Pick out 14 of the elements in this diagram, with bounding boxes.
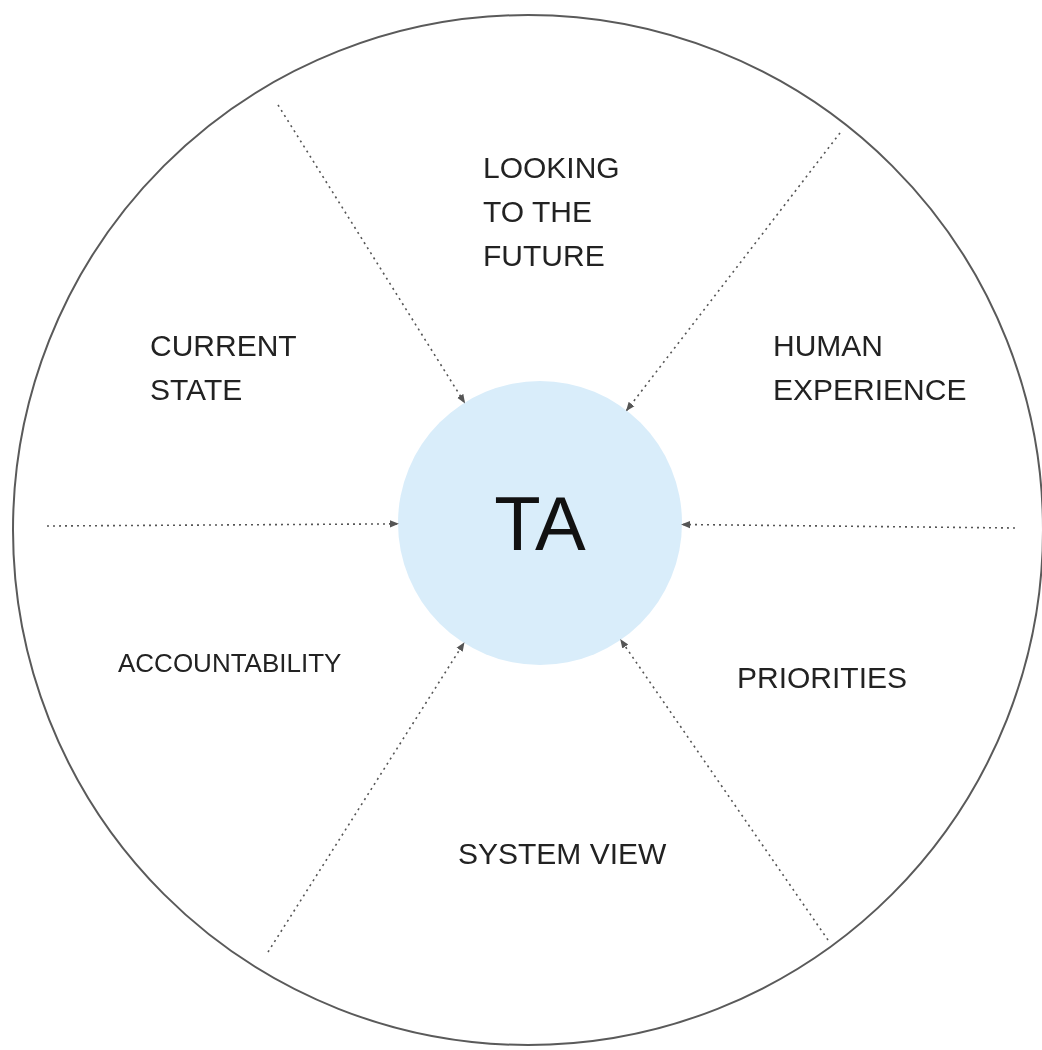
dotted-arrow [267,642,465,953]
dotted-arrow [681,521,1016,529]
dotted-arrow [277,104,466,404]
dotted-arrow [46,520,399,528]
sector-label: LOOKING TO THE FUTURE [483,150,621,274]
outer-circle [12,14,1042,1046]
sector-label: PRIORITIES [737,660,909,696]
sector-label: HUMAN EXPERIENCE [773,328,968,408]
sector-label: SYSTEM VIEW [458,836,668,872]
sector-label: ACCOUNTABILITY [118,647,343,680]
sector-label: CURRENT STATE [150,328,298,408]
dotted-arrow [625,132,841,412]
center-circle: TA [398,381,682,665]
dotted-arrow [619,639,829,941]
